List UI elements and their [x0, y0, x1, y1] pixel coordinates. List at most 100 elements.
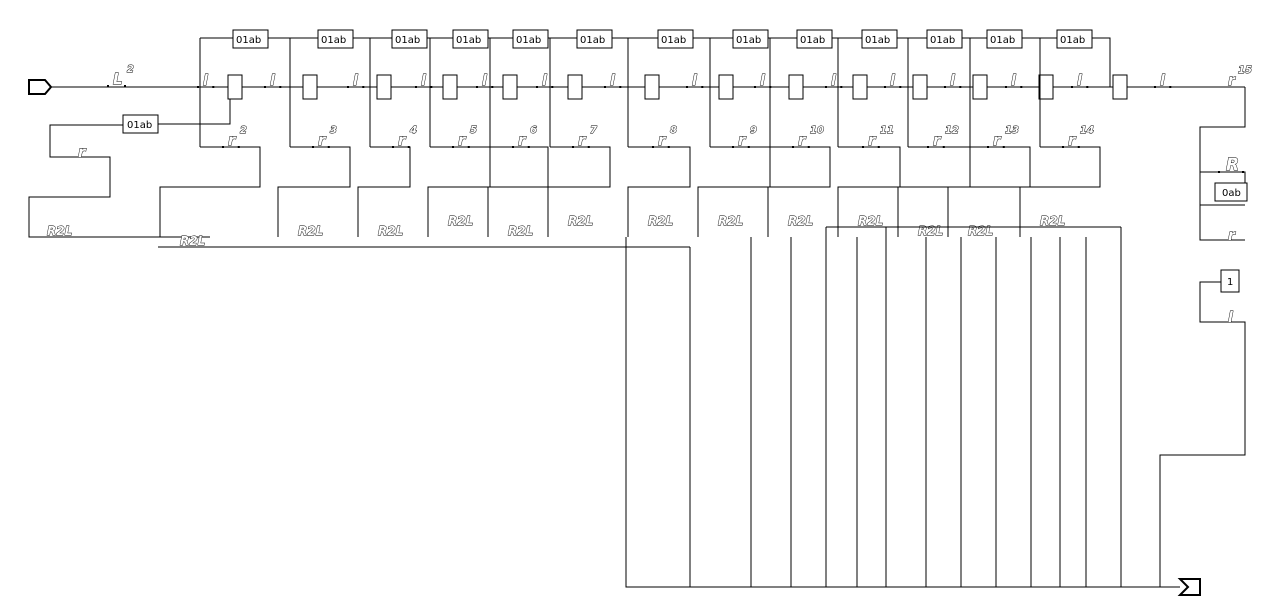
const-one-box[interactable] — [1220, 269, 1240, 293]
main-line-cell[interactable] — [912, 74, 928, 100]
branch-index: 6 — [530, 125, 537, 136]
branch-r-label: r — [798, 131, 807, 149]
main-line-cell[interactable] — [442, 74, 458, 100]
main-line-cell[interactable] — [1038, 74, 1054, 100]
top-box[interactable]: 01ab — [232, 29, 269, 49]
svg-text:2: 2 — [127, 64, 134, 75]
main-line-l-label: l — [890, 73, 895, 89]
main-line-cell[interactable] — [644, 74, 660, 100]
branch-index: 9 — [750, 125, 757, 136]
main-line-cell[interactable] — [567, 74, 583, 100]
svg-text:01ab: 01ab — [1060, 35, 1085, 46]
main-line-l-label: l — [692, 73, 697, 89]
top-box[interactable]: 01ab — [512, 29, 549, 49]
right-0ab-box[interactable] — [1214, 182, 1248, 202]
top-box[interactable]: 01ab — [732, 29, 769, 49]
top-box[interactable]: 01ab — [452, 29, 489, 49]
branch-sum-label: R2L — [1040, 214, 1065, 228]
svg-text:0ab: 0ab — [1222, 188, 1241, 199]
svg-text:01ab: 01ab — [236, 35, 261, 46]
main-line-cell[interactable] — [227, 74, 243, 100]
branch-sum-label: R2L — [298, 224, 323, 238]
top-box[interactable]: 01ab — [926, 29, 963, 49]
branch-sum-label: R2L — [968, 224, 993, 238]
branch-sum-label: R2L — [918, 224, 943, 238]
svg-text:01ab: 01ab — [930, 35, 955, 46]
svg-text:01ab: 01ab — [456, 35, 481, 46]
input-terminal[interactable] — [28, 79, 53, 95]
svg-text:L: L — [113, 70, 123, 88]
main-line-cell[interactable] — [302, 74, 318, 100]
branch-r-label: r — [318, 131, 327, 149]
main-line-l-label: l — [353, 73, 358, 89]
main-line-cell[interactable] — [502, 74, 518, 100]
main-line-cell[interactable] — [1112, 74, 1128, 100]
svg-text:15: 15 — [1238, 65, 1252, 76]
branch-r-label: r — [458, 131, 467, 149]
svg-text:01ab: 01ab — [736, 35, 761, 46]
svg-text:01ab: 01ab — [127, 120, 152, 131]
branch-sum-label: R2L — [858, 214, 883, 228]
branch-index: 5 — [470, 125, 477, 136]
main-line-l-label: l — [421, 73, 426, 89]
svg-text:01ab: 01ab — [990, 35, 1015, 46]
branch-r-label: r — [993, 131, 1002, 149]
svg-text:01ab: 01ab — [321, 35, 346, 46]
svg-text:l: l — [1228, 310, 1233, 326]
branch-index: 7 — [590, 125, 597, 136]
branch-index: 11 — [880, 125, 894, 136]
branch-sum-label: R2L — [180, 234, 205, 248]
svg-text:01ab: 01ab — [661, 35, 686, 46]
branch-sum-label: R2L — [508, 224, 533, 238]
branch-r-label: r — [738, 131, 747, 149]
main-line-l-label: l — [542, 73, 547, 89]
main-line-l-label: l — [610, 73, 615, 89]
branch-index: 3 — [330, 125, 337, 136]
branch-index: 8 — [670, 125, 677, 136]
svg-text:R2L: R2L — [47, 224, 72, 238]
branch-sum-label: R2L — [378, 224, 403, 238]
main-line-cell[interactable] — [376, 74, 392, 100]
main-line-l-label: l — [203, 73, 208, 89]
main-line-cell[interactable] — [852, 74, 868, 100]
right-column: R 0ab r 1 l r 15 — [1159, 65, 1252, 587]
top-box[interactable]: 01ab — [1056, 29, 1093, 49]
svg-text:r: r — [78, 143, 87, 161]
top-box[interactable]: 01ab — [796, 29, 833, 49]
main-line-cell[interactable] — [972, 74, 988, 100]
branch-sum-label: R2L — [568, 214, 593, 228]
main-line-l-label: l — [950, 73, 955, 89]
top-box[interactable]: 01ab — [391, 29, 428, 49]
top-bus: 01ab 01ab 01ab 01ab 01ab 01ab 01ab 01ab 01ab 01ab… — [200, 29, 1111, 87]
main-line-l-label: l — [1077, 73, 1082, 89]
branch-index: 4 — [409, 125, 417, 136]
top-box[interactable]: 01ab — [986, 29, 1023, 49]
output-terminal[interactable] — [1177, 578, 1201, 596]
main-line-l-label: l — [1011, 73, 1016, 89]
top-box[interactable]: 01ab — [861, 29, 898, 49]
branch-sum-label: R2L — [718, 214, 743, 228]
top-box[interactable]: 01ab — [317, 29, 354, 49]
branch-index: 10 — [810, 125, 824, 136]
top-box[interactable]: 01ab — [657, 29, 694, 49]
branch-r-label: r — [398, 131, 407, 149]
svg-text:01ab: 01ab — [395, 35, 420, 46]
branch-sum-label: R2L — [448, 214, 473, 228]
branch-r-label: r — [933, 131, 942, 149]
branch-index: 13 — [1005, 125, 1019, 136]
svg-text:1: 1 — [1227, 277, 1233, 288]
branch-r-label: r — [578, 131, 587, 149]
branch-r-label: r — [518, 131, 527, 149]
main-line-cell[interactable] — [718, 74, 734, 100]
top-box[interactable]: 01ab — [576, 29, 613, 49]
main-line-cell[interactable] — [788, 74, 804, 100]
main-line-l-label: l — [831, 73, 836, 89]
